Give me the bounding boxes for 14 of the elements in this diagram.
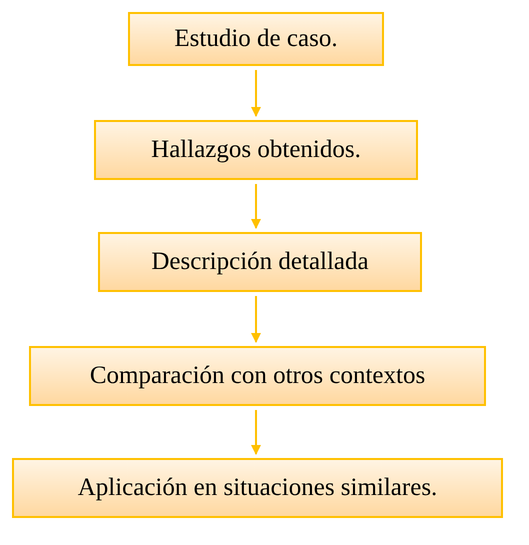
arrow	[251, 410, 261, 455]
process-box	[94, 120, 418, 180]
arrow	[251, 70, 261, 117]
process-box	[29, 346, 486, 406]
process-box	[98, 232, 422, 292]
box-label: Aplicación en situaciones similares.	[78, 474, 438, 502]
arrow	[251, 296, 261, 343]
box-label: Estudio de caso.	[174, 25, 338, 53]
box-label: Descripción detallada	[151, 248, 369, 276]
arrow	[251, 184, 261, 229]
box-label: Comparación con otros contextos	[90, 362, 426, 390]
box-label: Hallazgos obtenidos.	[151, 136, 361, 164]
process-box	[128, 12, 384, 66]
process-box	[12, 458, 503, 518]
